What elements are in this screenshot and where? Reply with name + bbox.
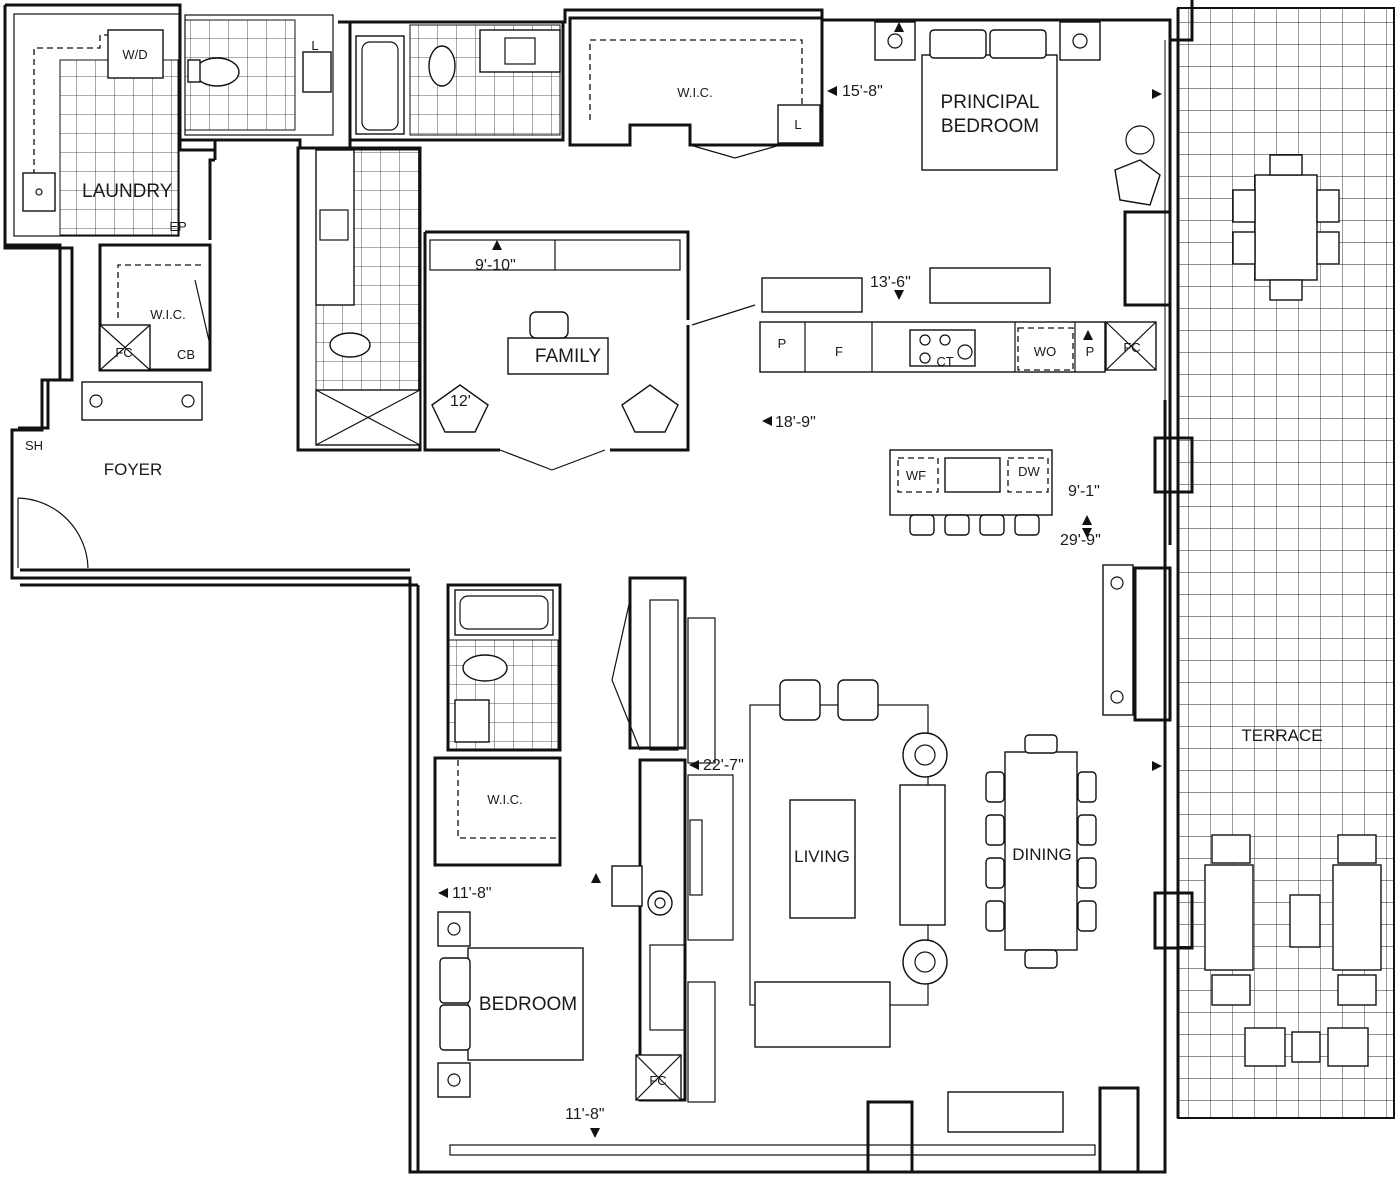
tag-l-wic: L — [794, 117, 801, 132]
secondary-bedroom — [437, 911, 584, 1098]
armchair-icon — [1114, 159, 1161, 206]
room-label-bedroom: BEDROOM — [479, 994, 577, 1015]
terrace-furniture — [1204, 154, 1382, 1067]
dimension-labels: 15'-8" 9'-10" 13'-6" 12' 18'-9" 9'-1" 29… — [450, 83, 1101, 1123]
room-label-wic-bedroom: W.I.C. — [487, 792, 522, 807]
family-room — [423, 230, 756, 471]
nightstand-icon — [874, 21, 916, 61]
bed-icon — [921, 54, 1058, 171]
armchair-icon — [621, 384, 679, 433]
room-label-living: LIVING — [794, 847, 850, 866]
sink-icon — [944, 457, 1001, 493]
room-label-foyer: FOYER — [104, 460, 163, 479]
dim-principal-bedroom: 15'-8" — [842, 83, 883, 100]
laundry-room — [13, 13, 334, 372]
sofa-icon — [899, 784, 946, 926]
principal-walk-in-closet — [568, 16, 824, 159]
south-glazing — [449, 40, 1166, 1160]
sofa-icon — [754, 981, 891, 1048]
armchair-icon — [779, 679, 821, 721]
radiator-icon — [947, 1091, 1064, 1133]
lamp-icon — [902, 939, 948, 985]
tag-l-laundry: L — [311, 38, 318, 53]
tag-f: F — [835, 344, 843, 359]
hall-bath — [296, 146, 422, 452]
lamp-icon — [902, 732, 948, 778]
toilet-icon — [462, 654, 508, 682]
washer-dryer-icon — [107, 29, 164, 79]
outdoor-dining-table-icon — [1254, 174, 1318, 281]
dim-living-width: 22'-7" — [703, 757, 744, 774]
principal-bedroom — [874, 20, 1172, 307]
fixture-tags: W/D L L EP FC CB SH P F CT WO P FC WF DW… — [25, 38, 1141, 1088]
dim-kitchen-width: 13'-6" — [870, 274, 911, 291]
foyer — [10, 381, 203, 578]
sink-icon — [454, 699, 490, 743]
exterior-walls — [3, 0, 1194, 1174]
nightstand-icon — [1059, 21, 1101, 61]
dimension-arrows — [438, 22, 1162, 1138]
wall-oven-icon — [1017, 327, 1074, 371]
room-label-family: FAMILY — [535, 346, 601, 367]
toilet-icon — [329, 332, 371, 358]
room-label-laundry: LAUNDRY — [82, 181, 173, 202]
secondary-wing — [433, 576, 734, 1103]
tag-ct: CT — [936, 354, 953, 369]
room-label-wic-foyer: W.I.C. — [150, 307, 185, 322]
side-table-icon — [1125, 125, 1155, 155]
bathtub-icon — [454, 589, 554, 636]
tag-fc-foyer: FC — [115, 345, 132, 360]
room-label-wic-principal: W.I.C. — [677, 85, 712, 100]
dim-kitchen-depth: 18'-9" — [775, 414, 816, 431]
dining-table-icon — [1004, 751, 1078, 951]
dim-family-depth: 12' — [450, 393, 471, 410]
kitchen — [759, 277, 1194, 545]
tv-console-icon — [687, 774, 734, 941]
outdoor-sofa-icon — [1204, 864, 1254, 971]
desk-icon — [507, 337, 609, 375]
tag-ep: EP — [169, 219, 186, 234]
tag-wo: WO — [1034, 344, 1056, 359]
dim-bedroom-depth: 11'-8" — [452, 885, 492, 902]
toilet-icon — [428, 45, 456, 87]
tag-fc-kitchen: FC — [1123, 340, 1140, 355]
console-icon — [81, 381, 203, 421]
toilet-icon — [194, 57, 240, 87]
tag-wf: WF — [906, 468, 926, 483]
bathtub-icon — [355, 35, 405, 135]
tag-cb: CB — [177, 347, 195, 362]
pantry-shelf-icon — [761, 277, 863, 313]
living-dining — [749, 564, 1194, 1172]
tag-wd: W/D — [122, 47, 147, 62]
room-label-dining: DINING — [1012, 845, 1072, 864]
dim-family-width: 9'-10" — [475, 257, 516, 274]
armchair-icon — [837, 679, 879, 721]
room-label-principal-2: BEDROOM — [941, 116, 1039, 137]
tag-dw: DW — [1018, 464, 1040, 479]
nightstand-icon — [437, 1062, 471, 1098]
room-labels: LAUNDRY PRINCIPAL BEDROOM FAMILY FOYER L… — [82, 85, 1323, 1015]
vanity-icon — [479, 29, 561, 73]
dim-living-dining: 29'-9" — [1060, 532, 1101, 549]
tag-p-left: P — [778, 336, 787, 351]
dresser-icon — [929, 267, 1051, 304]
armchair-icon — [431, 384, 489, 433]
bed-icon — [467, 947, 584, 1061]
tag-p-right: P — [1086, 344, 1095, 359]
dim-bedroom-width: 11'-8" — [565, 1106, 605, 1123]
sideboard-icon — [1102, 564, 1134, 716]
ensuite-bath — [348, 20, 565, 142]
coffee-table-icon — [789, 799, 856, 919]
room-label-principal-1: PRINCIPAL — [941, 92, 1040, 113]
tag-sh: SH — [25, 438, 43, 453]
nightstand-icon — [437, 911, 471, 947]
room-label-terrace: TERRACE — [1241, 726, 1322, 745]
outdoor-sofa-icon — [1332, 864, 1382, 971]
tag-fc-bedroom: FC — [649, 1073, 666, 1088]
dim-island: 9'-1" — [1068, 483, 1100, 500]
desk-chair-icon — [611, 865, 643, 907]
utility-sink-icon — [22, 172, 56, 212]
sink-icon — [302, 51, 332, 93]
